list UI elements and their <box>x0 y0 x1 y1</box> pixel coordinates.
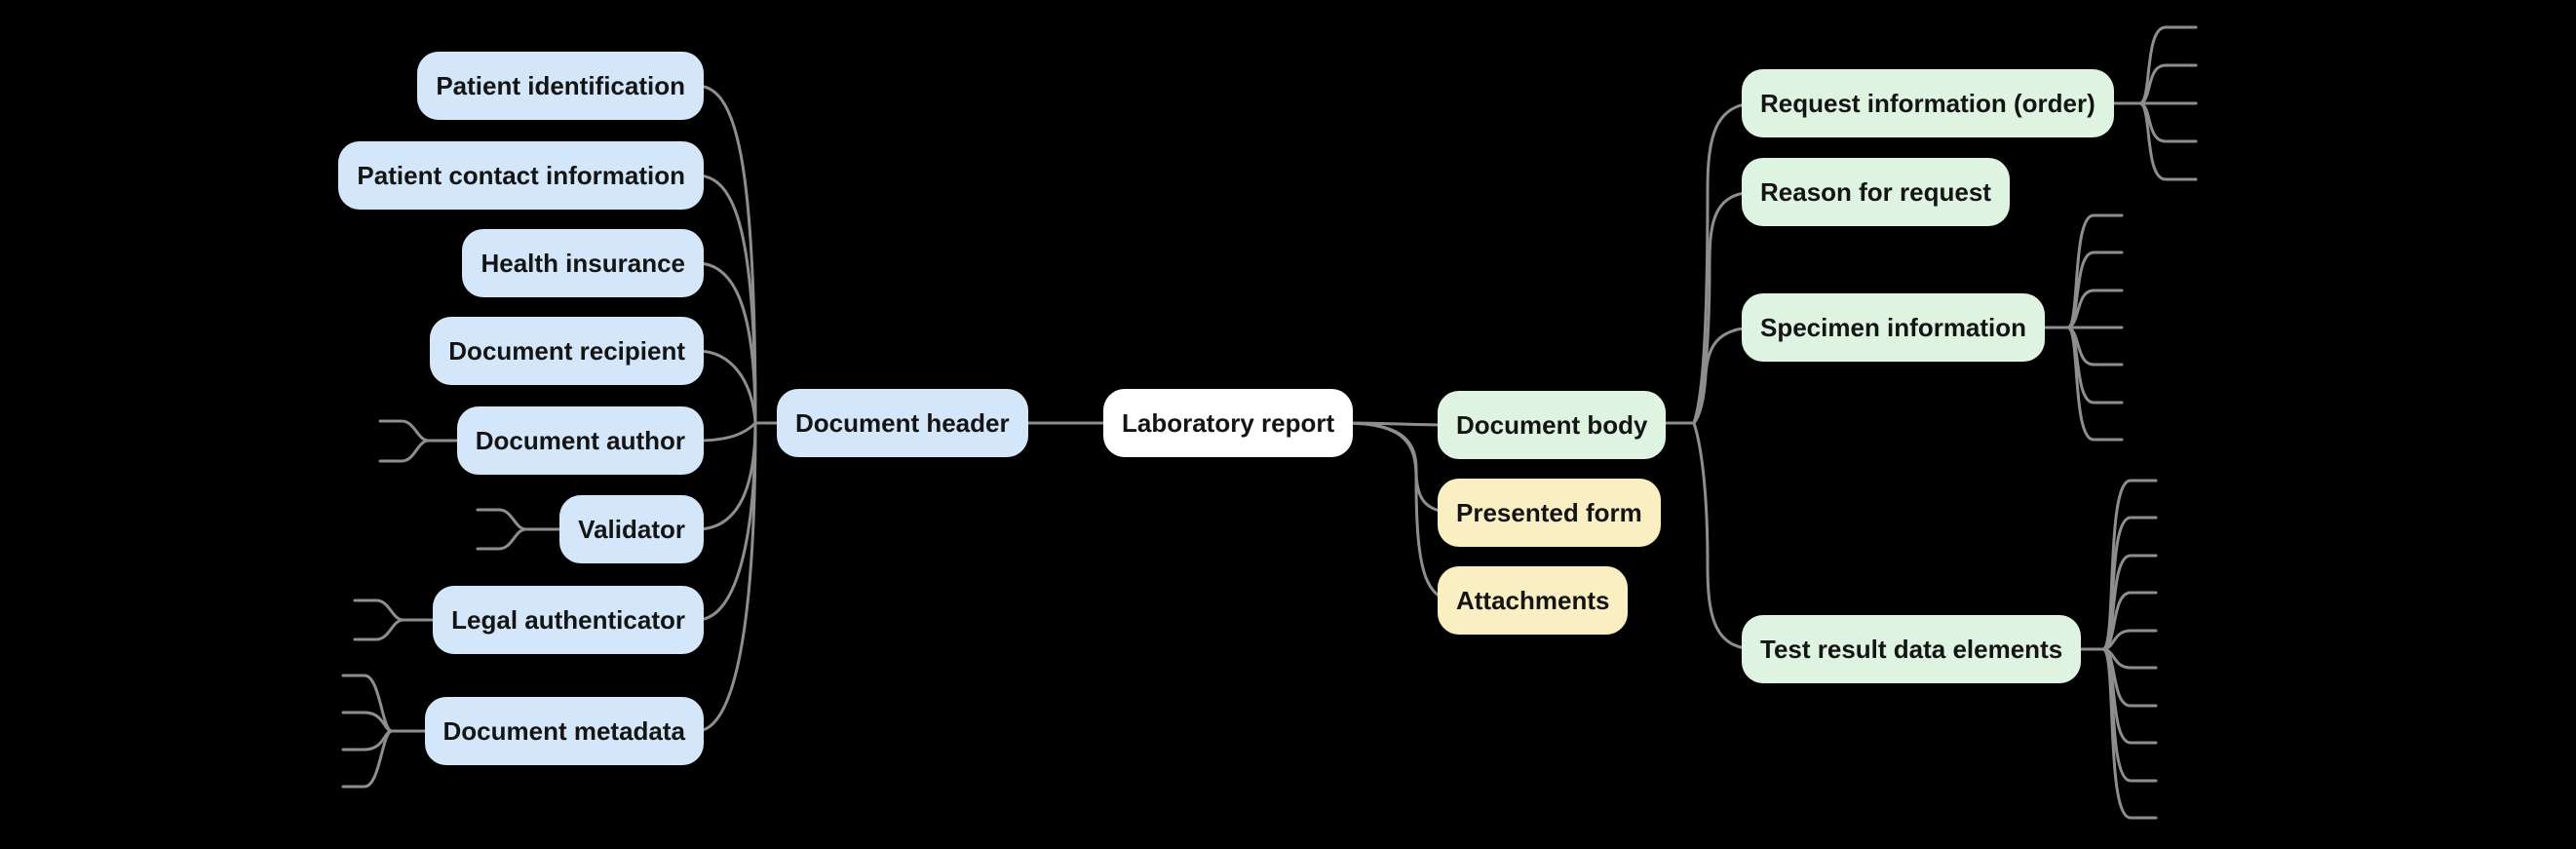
collapsed-child-stub <box>2138 63 2198 105</box>
collapsed-child-stub <box>2066 289 2124 329</box>
collapsed-child-stub <box>378 419 431 443</box>
edge-header-health-insurance <box>695 261 757 425</box>
collapsed-child-stub <box>2138 101 2198 181</box>
edge-body-specimen-information <box>1692 326 1758 425</box>
collapsed-child-stub <box>2101 629 2158 651</box>
node-laboratory-report[interactable]: Laboratory report <box>1103 389 1354 457</box>
edge-body-reason-for-request <box>1692 190 1758 425</box>
node-attachments[interactable]: Attachments <box>1438 566 1629 635</box>
collapsed-child-stub <box>353 598 405 622</box>
collapsed-child-stub <box>476 508 528 531</box>
collapsed-child-stub <box>378 439 431 463</box>
node-document-author[interactable]: Document author <box>456 406 704 475</box>
edge-header-document-author <box>695 421 757 443</box>
edge-header-patient-contact-information <box>695 174 757 425</box>
node-legal-authenticator[interactable]: Legal authenticator <box>433 586 704 654</box>
node-health-insurance[interactable]: Health insurance <box>462 229 704 297</box>
node-document-body[interactable]: Document body <box>1438 391 1667 459</box>
collapsed-child-stub <box>353 618 405 641</box>
node-patient-identification[interactable]: Patient identification <box>417 52 704 120</box>
node-patient-contact-information[interactable]: Patient contact information <box>338 141 704 210</box>
edge-body-test-result-data-elements <box>1692 421 1758 651</box>
branch-document-body <box>1635 101 1758 651</box>
node-presented-form[interactable]: Presented form <box>1438 479 1661 547</box>
node-specimen-information[interactable]: Specimen information <box>1742 293 2046 362</box>
node-request-information-order[interactable]: Request information (order) <box>1742 69 2114 137</box>
node-test-result-data-elements[interactable]: Test result data elements <box>1742 615 2082 683</box>
edge-header-document-recipient <box>695 349 757 425</box>
edge-root-attachments <box>1343 421 1459 602</box>
node-document-header[interactable]: Document header <box>777 389 1028 457</box>
collapsed-child-stub <box>341 729 394 789</box>
node-document-recipient[interactable]: Document recipient <box>430 317 704 385</box>
node-document-metadata[interactable]: Document metadata <box>424 697 704 765</box>
collapsed-children-test-result-data-elements <box>2045 479 2158 820</box>
node-reason-for-request[interactable]: Reason for request <box>1742 158 2010 226</box>
collapsed-child-stub <box>2066 326 2124 442</box>
collapsed-children-document-metadata <box>341 674 489 789</box>
branch-document-header <box>695 84 796 733</box>
collapsed-child-stub <box>2101 647 2158 820</box>
edge-header-document-metadata <box>695 421 757 733</box>
node-validator[interactable]: Validator <box>559 495 704 563</box>
collapsed-child-stub <box>476 527 528 551</box>
